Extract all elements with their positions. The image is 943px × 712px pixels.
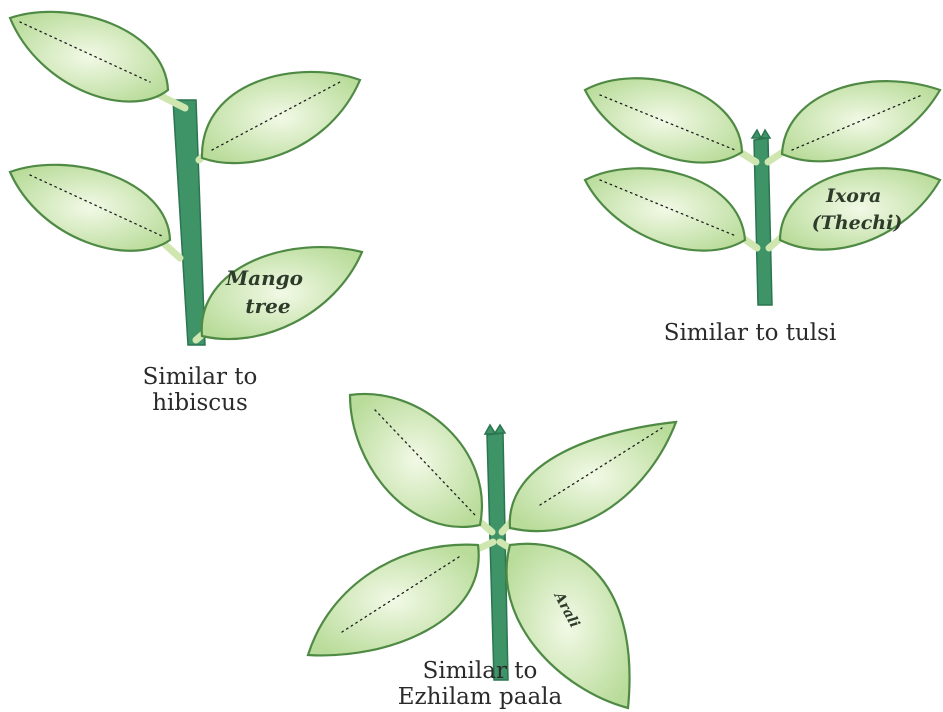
opposite-arrangement-figure: Ixora (Thechi) [585,78,940,305]
caption-line: Similar to [120,364,280,390]
alternate-arrangement-figure: Mango tree [10,12,362,345]
stem-tip [752,130,770,138]
leaf-label-line: tree [245,294,290,318]
petiole [768,152,783,162]
caption-line: Similar to tulsi [650,320,850,346]
leaf [10,12,168,102]
caption-tulsi: Similar to tulsi [650,320,850,346]
caption-ezhilam-paala: Similar to Ezhilam paala [380,658,580,710]
stem-tip [485,425,505,434]
leaf [202,72,360,163]
caption-line: hibiscus [120,390,280,416]
leaf [350,394,482,527]
caption-hibiscus: Similar to hibiscus [120,364,280,416]
stem [487,433,508,680]
leaf [585,168,745,250]
stem [173,100,205,345]
caption-line: Similar to [380,658,580,684]
leaf [10,165,170,251]
caption-line: Ezhilam paala [380,684,580,710]
leaf-label-line: Ixora [825,185,881,207]
leaf-label-line: (Thechi) [812,212,903,234]
leaf [510,422,676,531]
leaf [585,78,742,162]
leaf [780,168,940,249]
leaf-label-line: Mango [225,266,303,290]
leaf [782,81,940,161]
